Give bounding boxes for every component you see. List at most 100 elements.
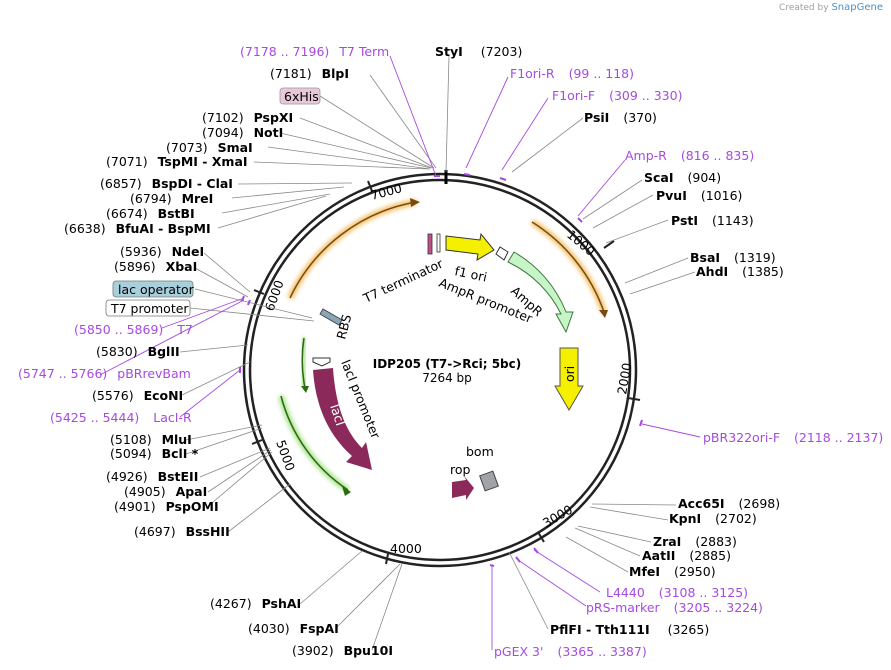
enzyme-bglii: (5830) BglII — [96, 344, 180, 359]
tick-mark-4000 — [385, 553, 389, 565]
enzyme-bsshii: (4697) BssHII — [134, 524, 230, 539]
tick-mark-2000 — [627, 397, 641, 401]
green-arc-outer-head — [342, 486, 351, 496]
rop-label: rop — [450, 462, 471, 477]
enzyme-bstbi: (6674) BstBI — [106, 206, 195, 221]
ori-feature — [554, 347, 584, 411]
tick-mark-6000 — [253, 289, 265, 295]
t7-terminator-feature — [427, 233, 433, 255]
primer-pbr322ori-f: pBR322ori-F (2118 .. 2137) — [703, 430, 883, 445]
t7-promoter-box — [105, 299, 191, 317]
f1-ori-feature — [445, 232, 495, 261]
laci-label: lacI — [327, 402, 348, 427]
tick-mark-1000 — [603, 240, 615, 249]
t7-promoter-label: T7 promoter — [110, 301, 189, 316]
leader-lines — [179, 55, 696, 651]
snapgene-watermark: Created by SnapGene — [779, 2, 883, 13]
enzyme-scai: ScaI (904) — [644, 170, 721, 185]
primer-laci-r: (5425 .. 5444) LacI-R — [50, 410, 192, 425]
enzyme-aatii: AatII (2885) — [642, 548, 731, 563]
enzyme-bpu10i: (3902) Bpu10I — [292, 643, 393, 658]
enzyme-psii: PsiI (370) — [584, 110, 657, 125]
enzyme-kpni: KpnI (2702) — [669, 511, 757, 526]
enzyme-econi: (5576) EcoNI — [92, 388, 183, 403]
primer-markers — [239, 173, 643, 567]
t7-terminator-label: T7 terminator — [360, 255, 446, 306]
primer-pgex3: pGEX 3' (3365 .. 3387) — [494, 644, 647, 659]
primer-t7term: (7178 .. 7196) T7 Term — [240, 44, 389, 59]
enzyme-bsteii: (4926) BstEII — [106, 469, 198, 484]
bom-feature — [479, 470, 499, 492]
bom-label: bom — [466, 444, 494, 459]
enzyme-psti: PstI (1143) — [671, 213, 754, 228]
his-tag-label: 6xHis — [284, 89, 319, 104]
primer-t7term-range: (7178 .. 7196) — [240, 44, 329, 59]
plasmid-length: 7264 bp — [422, 371, 472, 385]
green-arc-outer — [280, 395, 349, 491]
primer-prs-marker: pRS-marker (3205 .. 3224) — [586, 600, 763, 615]
enzyme-ahdi: AhdI (1385) — [696, 264, 784, 279]
tick-mark-3000 — [537, 531, 545, 543]
backbone-inner — [248, 178, 632, 562]
enzyme-xbai: (5896) XbaI — [114, 259, 197, 274]
enzyme-pspxi: (7102) PspXI — [202, 110, 293, 125]
primer-t7term-name: T7 Term — [338, 44, 389, 59]
ori-label: ori — [562, 366, 577, 382]
primer-f1ori-f: F1ori-F (309 .. 330) — [552, 88, 682, 103]
orange-arc-right-head — [599, 310, 608, 318]
enzyme-bspdi-clai: (6857) BspDI - ClaI — [100, 176, 233, 191]
tick-label-2000: 2000 — [614, 362, 634, 396]
enzyme-bcli: (5094) BclI * — [110, 446, 199, 461]
watermark-brand: SnapGene — [831, 2, 883, 13]
enzyme-pflfi-tth111i: PflFI - Tth111I (3265) — [550, 622, 709, 637]
primer-t7: (5850 .. 5869) T7 — [74, 322, 193, 337]
watermark-prefix: Created by — [779, 3, 829, 13]
enzyme-ndei: (5936) NdeI — [120, 244, 204, 259]
green-arc-inner — [301, 337, 306, 389]
enzyme-acc65i: Acc65I (2698) — [678, 496, 780, 511]
primer-amp-r: Amp-R (816 .. 835) — [625, 148, 754, 163]
rbs-label: RBS — [333, 313, 354, 341]
enzyme-fspai: (4030) FspAI — [248, 621, 339, 636]
enzyme-pvui: PvuI (1016) — [656, 188, 742, 203]
t7-terminator-feature-2 — [436, 233, 441, 253]
tick-label-4000: 4000 — [390, 541, 422, 556]
enzyme-styi: StyI (7203) — [435, 44, 522, 59]
orange-arc-left-head — [410, 198, 420, 207]
primer-leader-lines — [99, 55, 701, 650]
enzyme-bfuai-bspmi: (6638) BfuAI - BspMI — [64, 221, 211, 236]
his-tag-box — [279, 87, 321, 105]
green-arc-inner-head — [301, 386, 309, 393]
enzyme-bsai: BsaI (1319) — [690, 250, 776, 265]
enzyme-tspmi-xmai: (7071) TspMI - XmaI — [106, 154, 248, 169]
enzyme-pspomi: (4901) PspOMI — [114, 499, 219, 514]
enzyme-apai: (4905) ApaI — [124, 484, 207, 499]
orange-arc-right — [531, 221, 605, 313]
rbs-feature — [319, 308, 343, 326]
primer-pbrrevbam: (5747 .. 5766) pBRrevBam — [18, 366, 191, 381]
enzyme-noti: (7094) NotI — [202, 125, 283, 140]
enzyme-mfei: MfeI (2950) — [629, 564, 716, 579]
enzyme-zrai: ZraI (2883) — [653, 534, 737, 549]
ampr-feature — [507, 251, 574, 334]
plasmid-name: IDP205 (T7->Rci; 5bc) — [373, 357, 521, 371]
tick-mark-7000 — [367, 180, 373, 192]
primer-f1ori-r: F1ori-R (99 .. 118) — [510, 66, 634, 81]
rop-feature — [452, 476, 474, 500]
laci-promoter-feature — [312, 357, 331, 367]
enzyme-mlui: (5108) MluI — [110, 432, 192, 447]
lac-operator-label: lac operator — [118, 282, 195, 297]
tick-label-7000: 7000 — [369, 180, 404, 203]
f1-ori-label: f1 ori — [453, 263, 488, 284]
laci-feature — [313, 368, 372, 470]
enzyme-pshai: (4267) PshAI — [210, 596, 301, 611]
orange-arc-left — [289, 201, 417, 299]
enzyme-smai: (7073) SmaI — [166, 140, 253, 155]
enzyme-blpi: (7181) BlpI — [270, 66, 349, 81]
backbone-outer — [242, 172, 638, 568]
lac-operator-box — [112, 280, 194, 298]
enzyme-mrei: (6794) MreI — [130, 191, 213, 206]
ampr-promoter-feature — [495, 246, 509, 261]
tick-mark-5000 — [251, 439, 263, 445]
